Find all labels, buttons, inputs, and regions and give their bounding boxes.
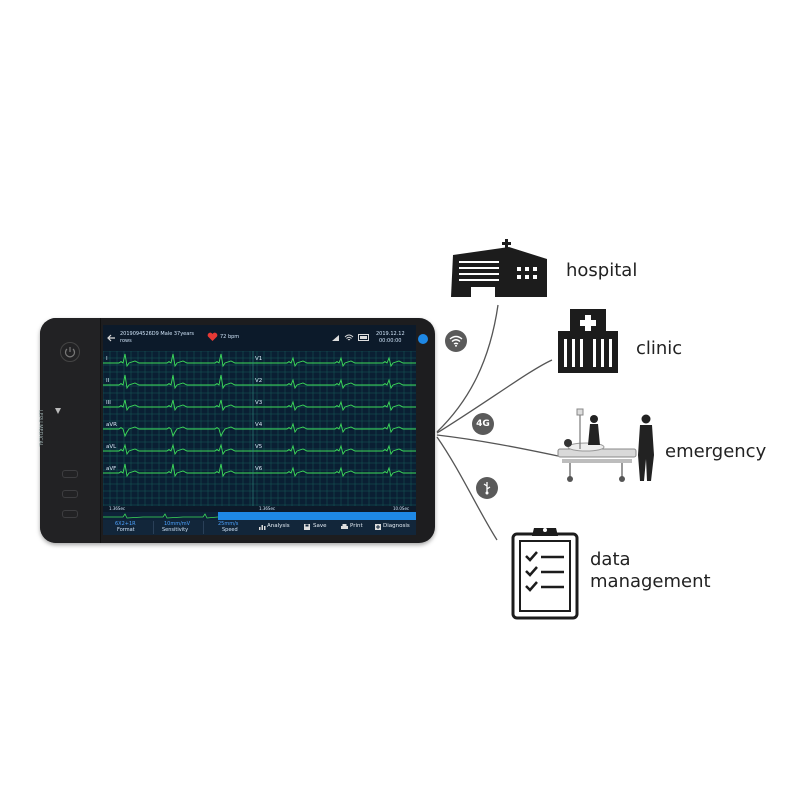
- status-led: [418, 334, 428, 344]
- rhythm-strip-highlight[interactable]: [218, 512, 416, 520]
- lead-label: aVR: [106, 422, 117, 428]
- lead-label: V1: [255, 356, 263, 362]
- diagnosis-icon: [375, 524, 381, 530]
- heart-icon: [207, 332, 218, 341]
- ticker-left: 1.36Sec: [109, 506, 126, 511]
- lead-label: aVL: [106, 444, 117, 450]
- format-setting[interactable]: 6X2+1R Format: [105, 521, 151, 534]
- hospital-icon: [451, 239, 547, 297]
- device-screen: 2019094526D9 Male 37years rows 72 bpm 20…: [103, 325, 416, 535]
- emergency-label: emergency: [665, 441, 767, 462]
- lead-label: I: [106, 356, 108, 362]
- lead-label: V5: [255, 444, 263, 450]
- screen-status-bar: 2019094526D9 Male 37years rows 72 bpm 20…: [103, 325, 416, 351]
- save-icon: [304, 524, 310, 530]
- setting-name: Sensitivity: [162, 527, 189, 533]
- data-management-label-line2: management: [590, 571, 711, 592]
- usb-icon: [483, 482, 491, 495]
- rhythm-trace: [103, 513, 218, 519]
- setting-value: 25mm/s: [218, 521, 239, 527]
- control-bar: 6X2+1R Format 10mm/mV Sensitivity 25mm/s…: [103, 520, 416, 535]
- clipboard-icon: [511, 528, 579, 620]
- lead-label: III: [106, 400, 111, 406]
- print-icon: [341, 524, 348, 529]
- power-icon: [64, 347, 76, 358]
- lead-label: V4: [255, 422, 263, 428]
- setting-value: 10mm/mV: [164, 521, 191, 527]
- brand-mark-icon: [55, 408, 61, 414]
- save-label: Save: [313, 523, 327, 529]
- diagnosis-label: Diagnosis: [383, 523, 410, 529]
- emergency-icon: [557, 408, 654, 482]
- speed-setting[interactable]: 25mm/s Speed: [203, 521, 256, 534]
- clinic-icon: [558, 309, 618, 373]
- side-button-3[interactable]: [62, 510, 78, 518]
- 4g-badge: 4G: [472, 413, 494, 435]
- usb-badge: [476, 477, 498, 499]
- heart-rate: 72 bpm: [220, 334, 240, 340]
- lead-label: V6: [255, 466, 263, 472]
- print-label: Print: [350, 523, 363, 529]
- setting-name: Speed: [222, 527, 238, 533]
- data-management-label-line1: data: [590, 549, 631, 570]
- lead-label: V2: [255, 378, 263, 384]
- patient-info-2: rows: [120, 338, 132, 344]
- back-arrow-icon[interactable]: [107, 334, 117, 342]
- wifi-icon: [449, 335, 463, 347]
- lead-label: II: [106, 378, 110, 384]
- power-button[interactable]: [60, 342, 80, 362]
- signal-icon: [332, 335, 339, 341]
- time: 00:00:00: [379, 338, 402, 344]
- date: 2019.12.12: [376, 331, 405, 337]
- analysis-icon: [259, 525, 266, 530]
- setting-value: 6X2+1R: [115, 521, 136, 527]
- patient-info: 2019094526D9 Male 37years: [120, 331, 194, 337]
- side-button-2[interactable]: [62, 490, 78, 498]
- sensitivity-setting[interactable]: 10mm/mV Sensitivity: [153, 521, 202, 534]
- lead-label: aVF: [106, 466, 117, 472]
- lead-label: V3: [255, 400, 263, 406]
- ticker-mid: 1.36Sec: [259, 506, 276, 511]
- ecg-device: LEPU MEDICAL 2019094526D9 Male 37years r…: [37, 318, 435, 543]
- clinic-label: clinic: [636, 338, 683, 359]
- ticker-right: 10.0Sec: [393, 506, 410, 511]
- wifi-status-icon: [344, 334, 354, 341]
- 4g-icon: 4G: [476, 419, 490, 429]
- device-side-panel: LEPU MEDICAL: [37, 318, 101, 543]
- rhythm-strip: [103, 512, 416, 520]
- side-button-1[interactable]: [62, 470, 78, 478]
- ecg-grid: [103, 351, 416, 506]
- wifi-badge: [445, 330, 467, 352]
- data-management-label: data management: [590, 549, 711, 593]
- setting-name: Format: [117, 527, 135, 533]
- analysis-label: Analysis: [267, 523, 290, 529]
- time-ticker: 1.36Sec 1.36Sec 10.0Sec: [103, 506, 416, 512]
- battery-icon: [358, 334, 369, 341]
- hospital-label: hospital: [566, 260, 638, 281]
